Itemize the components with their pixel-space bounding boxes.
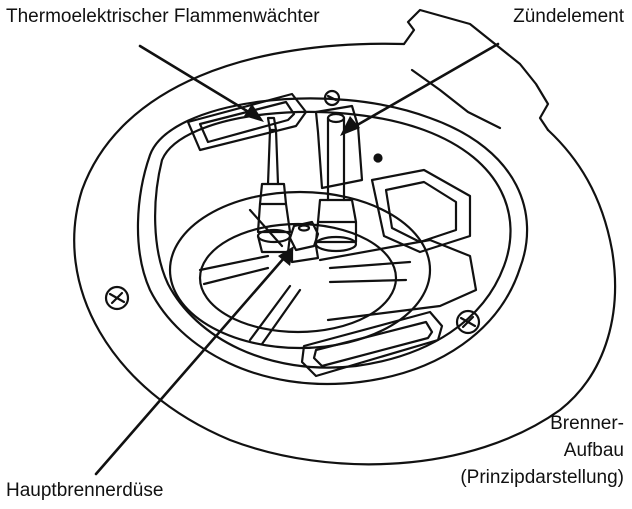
arrow-zuend (350, 42, 500, 130)
burner-fin-left (198, 254, 270, 286)
leader-arrows (94, 42, 500, 476)
side-channel-inner (384, 180, 458, 244)
small-hole (373, 153, 383, 163)
top-screw (323, 89, 341, 107)
label-igniter: Zündelement (513, 6, 624, 27)
inner-ring-lip (154, 110, 512, 369)
caption-line-2: Aufbau (563, 440, 624, 461)
caption-line-3: (Prinzipdarstellung) (460, 467, 624, 488)
flange-screw-left (104, 285, 130, 311)
burner-fin-right (328, 260, 412, 284)
label-main-nozzle: Hauptbrennerdüse (6, 480, 164, 501)
vent-window-top-inner (198, 100, 296, 144)
burner-fin-top (248, 208, 284, 248)
vent-window-top (186, 92, 308, 152)
label-flame-sensor: Thermoelektrischer Flammenwächter (6, 6, 320, 27)
flow-channel (318, 238, 478, 322)
arrow-heads (244, 104, 360, 266)
burner-bowl (168, 190, 432, 350)
torn-cut-inner (410, 68, 502, 130)
main-nozzle (288, 220, 320, 264)
flange-screw-right (455, 309, 481, 335)
arrow-duese (94, 256, 286, 476)
caption-line-1: Brenner- (550, 413, 624, 434)
burner-fin-bottom (248, 284, 302, 346)
side-channel (370, 168, 472, 254)
thermocouple (256, 116, 292, 254)
vent-window-bottom-inner (312, 320, 434, 368)
torn-cut-edge (402, 8, 550, 132)
electrode-bracket (314, 104, 364, 190)
outer-flange (73, 42, 617, 466)
arrow-thermo (138, 44, 254, 116)
diagram-caption: Brenner- Aufbau (Prinzipdarstellung) (460, 410, 624, 491)
vent-window-bottom (300, 310, 444, 378)
